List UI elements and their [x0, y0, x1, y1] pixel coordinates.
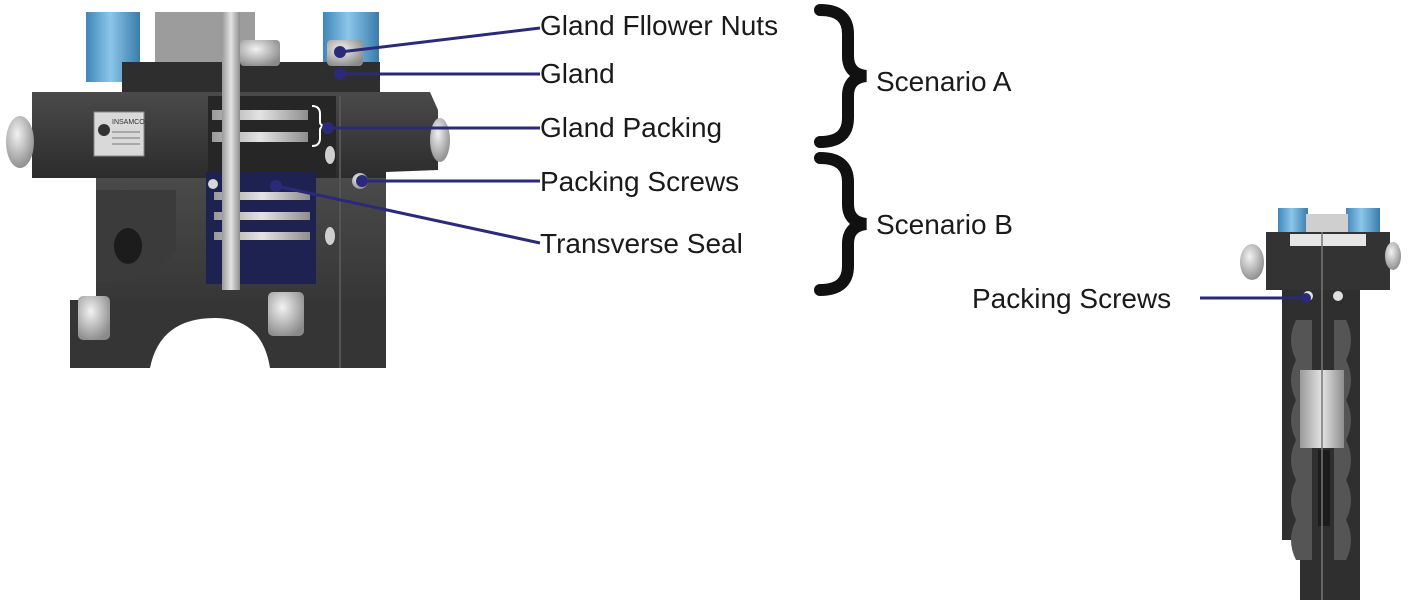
packing-ring-2 — [212, 132, 308, 142]
flange-bolt-left — [78, 296, 110, 340]
leader-dots — [270, 46, 368, 192]
main-valve-illustration: INSAMCO — [6, 12, 450, 368]
lug-hole — [114, 228, 142, 264]
packing-screw-left — [208, 179, 218, 189]
side-valve-illustration — [1240, 208, 1401, 600]
flange-bolt-right — [268, 292, 304, 336]
side-bolt-right — [1385, 242, 1401, 270]
leader-transverse-seal — [275, 184, 541, 245]
label-gland: Gland — [540, 58, 615, 89]
label-scenario-b: Scenario B — [876, 209, 1013, 240]
gland-nut-left — [240, 40, 280, 66]
packing-ring-1 — [212, 110, 308, 120]
nameplate-brand: INSAMCO — [112, 119, 145, 126]
scenario-a-brace — [814, 4, 868, 148]
label-packing-screws-side: Packing Screws — [972, 283, 1172, 314]
label-scenario-a: Scenario A — [876, 66, 1012, 97]
scenario-b-brace — [814, 152, 868, 296]
label-gland-packing: Gland Packing — [540, 112, 723, 143]
leader-gland-fllower-nuts — [339, 26, 541, 54]
side-bolt-right — [430, 118, 450, 162]
nameplate-logo-icon — [98, 124, 110, 136]
label-gland-fllower-nuts: Gland Fllower Nuts — [540, 10, 779, 41]
label-packing-screws: Packing Screws — [540, 166, 740, 197]
gate-plate — [222, 12, 240, 290]
port-opening — [150, 318, 270, 368]
side-bolt-left — [6, 116, 34, 168]
label-transverse-seal: Transverse Seal — [540, 228, 743, 259]
leader-lines — [275, 26, 541, 245]
side-bolt-left — [1240, 244, 1264, 280]
side-packing-screw-2 — [1333, 291, 1343, 301]
